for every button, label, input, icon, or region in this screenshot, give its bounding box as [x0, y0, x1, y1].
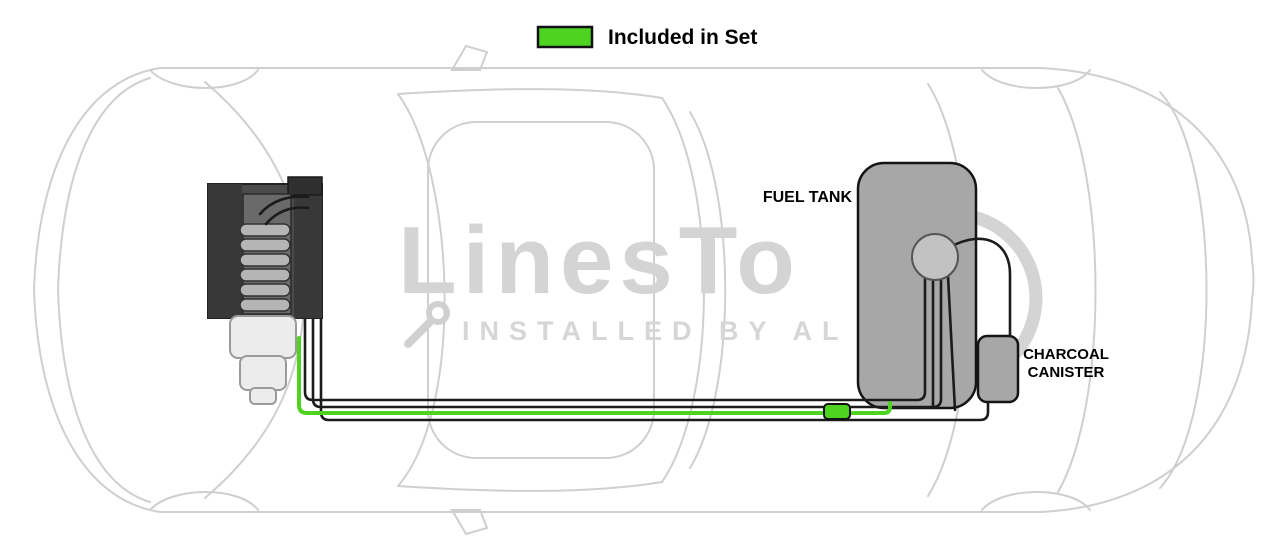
cabin-bottom-edge	[397, 481, 663, 492]
included-fuel-line	[297, 336, 892, 415]
front-wheel-arch-top	[149, 69, 259, 89]
fuel-tank-body	[856, 161, 978, 410]
included-line-connector	[823, 403, 851, 420]
rear-window-inner-line	[689, 111, 727, 469]
fuel-return-line	[311, 278, 943, 409]
legend-swatch	[536, 25, 594, 49]
engine-ribs	[239, 223, 291, 312]
engine-top-cover	[287, 176, 323, 196]
fuel-filter-housing	[229, 315, 297, 405]
fuel-tank	[856, 161, 978, 410]
watermark-logo-text: LinesTo	[398, 207, 801, 314]
charcoal-canister-label-line2: CANISTER	[1028, 364, 1105, 381]
fuel-lines	[297, 237, 1012, 422]
front-wheel-arch-bottom	[149, 491, 259, 511]
fuel-pump-module	[911, 233, 959, 281]
tank-to-canister-line	[948, 237, 1012, 338]
pump-inner-line-2	[946, 274, 957, 412]
vapor-purge-line	[319, 306, 990, 422]
cabin-top-edge	[397, 88, 663, 99]
car-body-outline	[32, 67, 1255, 513]
engine-rail-line-1	[258, 195, 310, 216]
side-mirror-top	[450, 44, 489, 71]
engine-assembly	[207, 176, 323, 405]
charcoal-canister-body	[976, 334, 1020, 404]
engine-rail-line-2	[264, 206, 310, 226]
rear-bumper-line	[1159, 91, 1208, 489]
engine-right-bank	[294, 184, 322, 318]
front-bumper-line	[56, 77, 151, 503]
windshield-line	[397, 93, 446, 487]
side-mirror-bottom	[450, 509, 489, 536]
rear-wheel-arch-top	[981, 69, 1091, 89]
roof-inner-line	[427, 121, 655, 459]
fuel-feed-line	[303, 276, 927, 402]
watermark-tagline-text: INSTALLED BY AL	[462, 316, 849, 346]
wrench-icon	[404, 301, 450, 348]
rear-wheel-arch-bottom	[981, 491, 1091, 511]
rear-window-line	[661, 97, 705, 483]
engine-left-bank	[208, 184, 242, 318]
legend: Included in Set	[536, 25, 757, 49]
fuel-tank-label: FUEL TANK	[763, 189, 853, 206]
legend-label: Included in Set	[608, 26, 757, 49]
charcoal-canister-label-line1: CHARCOAL	[1023, 346, 1109, 363]
trunk-rear-line	[1057, 87, 1097, 493]
